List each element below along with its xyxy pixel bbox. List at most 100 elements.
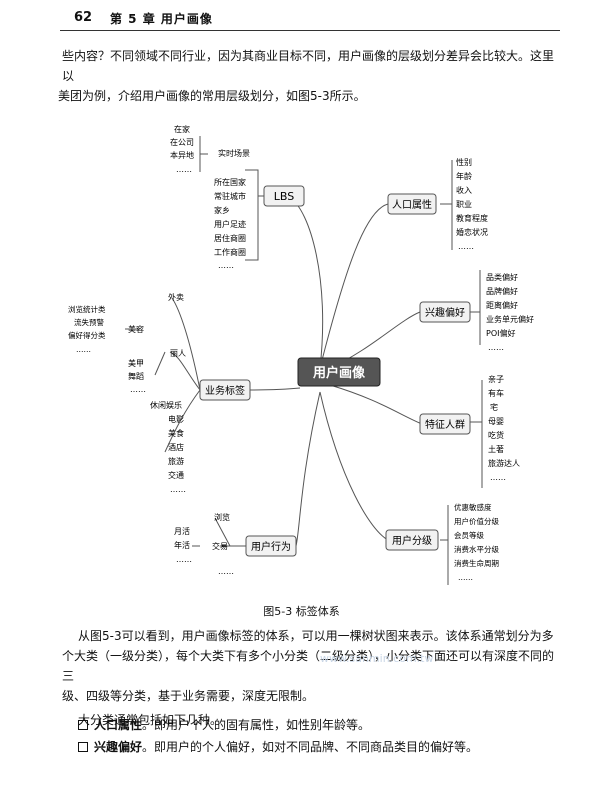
other-item: ……: [170, 485, 186, 494]
grade-item: 会员等级: [454, 530, 484, 540]
other-item: 电影: [168, 414, 184, 424]
demographic-item: 性别: [456, 157, 472, 167]
meirong-item: ……: [76, 345, 91, 354]
other-item: 旅游: [168, 456, 184, 466]
meirong-item: 流失预警: [74, 317, 104, 327]
mindmap-connectors: [125, 136, 483, 585]
bullet-desc: 。即用户的个人偏好，如对不同品牌、不同商品类目的偏好等。: [142, 740, 479, 754]
branch-biz-node: [199, 379, 251, 401]
demographic-item: 教育程度: [456, 213, 488, 223]
lbs-item: ……: [218, 261, 234, 270]
crowd-item: 宅: [490, 402, 498, 412]
biz-meirong: 美容: [128, 324, 144, 334]
interest-items: 品类偏好 品牌偏好 距离偏好 业务单元偏好 POI偏好 ……: [486, 272, 534, 352]
crowd-items: 亲子 有车 宅 母婴 吃货 土著 旅游达人 ……: [488, 374, 520, 482]
mindmap-root-node: [297, 357, 381, 387]
meirong-item: 偏好得分类: [68, 330, 106, 340]
grade-items: 优惠敏感度 用户价值分级 会员等级 消费水平分级 消费生命周期 ……: [454, 502, 499, 582]
other-item: 酒店: [168, 442, 184, 452]
demographic-item: 婚恋状况: [456, 227, 488, 237]
body-line-4: 大分类通常包括如下几种。: [78, 713, 223, 727]
crowd-item: 旅游达人: [488, 458, 520, 468]
body-paragraph: 从图5-3可以看到，用户画像标签的体系，可以用一棵树状图来表示。该体系通常划分为…: [62, 626, 562, 730]
demographic-item: 职业: [456, 199, 472, 209]
branch-interest-node: [419, 301, 471, 323]
checkbox-bullet-icon: [78, 720, 88, 730]
grade-item: 消费水平分级: [454, 544, 499, 554]
branch-lbs-label: LBS: [274, 190, 294, 203]
branch-behavior-label: 用户行为: [251, 540, 291, 553]
biz-other-items: 电影 美食 酒店 旅游 交通 ……: [168, 414, 186, 494]
mindmap-figure: 用户画像 LBS 实时场景 在家 在公司 本异地 …… 所在国家 常驻城市 家乡…: [68, 124, 534, 585]
page-number: 62: [74, 10, 93, 25]
behavior-sub-item: 月活: [174, 526, 190, 536]
crowd-item: 吃货: [488, 430, 504, 440]
bullet-term: 人口属性: [94, 718, 143, 732]
body-line-3: 级、四级等分类，基于业务需要，深度无限制。: [62, 689, 315, 703]
demographic-item: 收入: [456, 185, 472, 195]
interest-item: 品类偏好: [486, 272, 518, 282]
page-header: 62 第 5 章 用户画像: [0, 0, 603, 34]
bullet-item: 人口属性。即用户个人的固有属性，如性别年龄等。: [78, 716, 370, 734]
biz-waimai: 外卖: [168, 292, 184, 302]
behavior-sub-item: 年活: [174, 540, 190, 550]
branch-demographic-node: [387, 193, 437, 215]
behavior-browse: 浏览: [214, 512, 230, 522]
grade-item: 优惠敏感度: [454, 502, 492, 512]
behavior-sub-items: 月活 年活 ……: [174, 526, 192, 564]
interest-item: 品牌偏好: [486, 286, 518, 296]
crowd-item: 母婴: [488, 417, 504, 426]
branch-interest-label: 兴趣偏好: [425, 306, 465, 319]
lbs-scene-items: 在家 在公司 本异地 ……: [170, 124, 194, 174]
lbs-scene-item: 本异地: [170, 150, 194, 160]
lbs-scene-item: ……: [176, 165, 192, 174]
branch-grade-label: 用户分级: [392, 534, 432, 547]
liren-item: ……: [130, 385, 146, 394]
figure-caption: 图5-3 标签体系: [263, 605, 340, 618]
grade-item: 消费生命周期: [454, 558, 499, 568]
bullet-term: 兴趣偏好: [94, 740, 143, 754]
biz-meirong-items: 浏览统计类 流失预警 偏好得分类 ……: [68, 304, 106, 354]
lbs-item: 工作商圈: [214, 247, 246, 257]
lbs-item: 居住商圈: [214, 233, 246, 243]
branch-grade-node: [385, 529, 439, 551]
interest-item: ……: [488, 343, 504, 352]
lbs-scene-item: 在公司: [170, 137, 194, 147]
branch-behavior-node: [245, 535, 297, 557]
branch-crowd-node: [419, 413, 471, 435]
lbs-items: 所在国家 常驻城市 家乡 用户足迹 居住商圈 工作商圈 ……: [214, 177, 246, 270]
crowd-item: 有车: [488, 388, 504, 398]
liren-item: 舞蹈: [128, 371, 144, 381]
biz-liren-items: 美甲 舞蹈 ……: [128, 358, 146, 394]
behavior-sub-item: ……: [176, 555, 192, 564]
grade-item: 用户价值分级: [454, 516, 499, 526]
intro-line-1: 些内容？不同领域不同行业，因为其商业目标不同，用户画像的层级划分差异会比较大。这…: [62, 49, 555, 83]
crowd-item: 土著: [488, 444, 504, 454]
lbs-item: 常驻城市: [214, 191, 246, 201]
bullet-desc: 。即用户个人的固有属性，如性别年龄等。: [142, 718, 371, 732]
other-item: 交通: [168, 470, 184, 480]
grade-item: ……: [458, 573, 473, 582]
behavior-more: ……: [218, 567, 234, 576]
liren-item: 美甲: [128, 358, 144, 368]
lbs-item: 用户足迹: [214, 219, 246, 229]
body-line-1: 从图5-3可以看到，用户画像标签的体系，可以用一棵树状图来表示。该体系通常划分为…: [78, 629, 554, 643]
lbs-scene-label: 实时场景: [218, 148, 250, 158]
branch-crowd-label: 特征人群: [425, 418, 465, 431]
interest-item: 距离偏好: [486, 300, 518, 310]
crowd-item: ……: [490, 473, 506, 482]
biz-xiuxian: 休闲娱乐: [150, 400, 182, 410]
lbs-item: 所在国家: [214, 177, 246, 187]
branch-biz-label: 业务标签: [205, 384, 245, 397]
meirong-item: 浏览统计类: [68, 304, 106, 314]
lbs-item: 家乡: [214, 205, 230, 215]
interest-item: POI偏好: [486, 328, 515, 338]
crowd-item: 亲子: [488, 374, 504, 384]
mindmap-root-label: 用户画像: [312, 365, 366, 381]
other-item: 美食: [168, 428, 184, 438]
behavior-trade: 交易: [212, 541, 228, 551]
demographic-item: ……: [458, 242, 474, 251]
intro-line-2: 美团为例，介绍用户画像的常用层级划分，如图5-3所示。: [58, 89, 366, 103]
demographic-item: 年龄: [456, 171, 472, 181]
biz-liren: 丽人: [170, 349, 186, 358]
